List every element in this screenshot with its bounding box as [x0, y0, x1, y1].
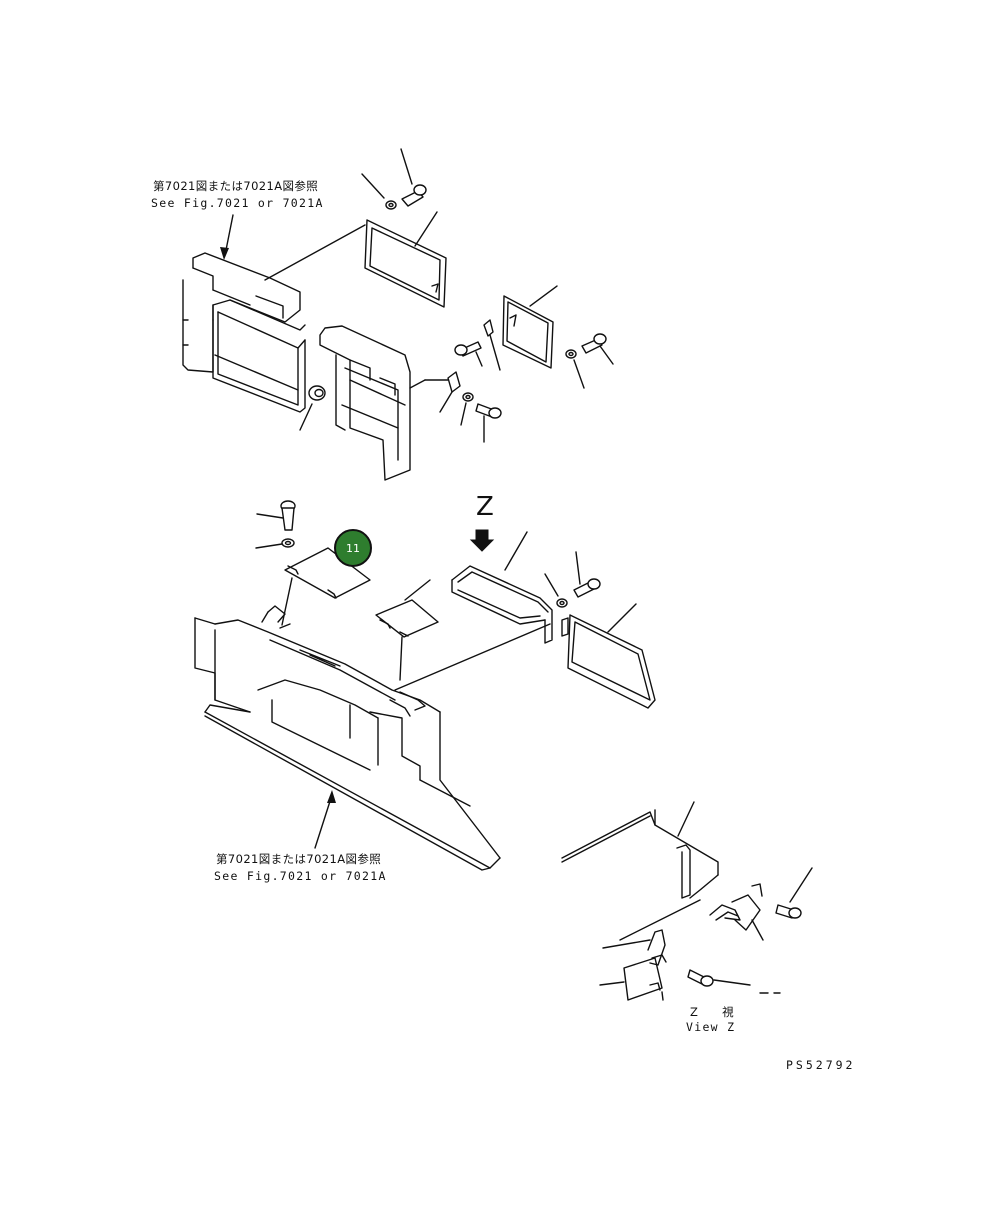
ref-label-bottom-jp: 第7021図または7021A図参照 [216, 852, 382, 866]
drawing-code: PS52792 [786, 1058, 856, 1072]
upper-left-panel [182, 252, 306, 413]
ref-arrow-top [220, 214, 234, 260]
upper-bolt [361, 148, 427, 210]
callout-badge[interactable]: 11 [334, 529, 372, 567]
z-bolt [544, 551, 601, 608]
upper-right-panel [319, 325, 411, 481]
upper-frame-plate [264, 211, 447, 308]
top-assembly [182, 148, 614, 481]
view-z-label-jp: Z 視 [690, 1005, 734, 1019]
view-z-detail [561, 801, 813, 1001]
lower-body-frame [194, 605, 551, 871]
z-view-frame [451, 531, 553, 644]
nut [299, 385, 326, 431]
right-bolts [454, 319, 614, 389]
ref-label-bottom-en: See Fig.7021 or 7021A [214, 869, 387, 883]
mid-bolt [255, 500, 296, 549]
ref-label-top-jp: 第7021図または7021A図参照 [153, 179, 319, 193]
small-frame-plate [502, 285, 558, 369]
view-arrow-label: Z [476, 492, 494, 522]
side-frame-plate [561, 603, 656, 709]
ref-label-top-en: See Fig.7021 or 7021A [151, 196, 324, 210]
view-z-label-en: View Z [686, 1020, 736, 1034]
cover-plate-right [375, 579, 439, 681]
clip-bolts [409, 371, 502, 443]
callout-number: 11 [346, 541, 360, 555]
ref-arrow-bottom [314, 790, 336, 849]
z-arrow-icon [469, 529, 495, 552]
middle-assembly [194, 500, 656, 871]
cover-plate-left [281, 547, 371, 626]
